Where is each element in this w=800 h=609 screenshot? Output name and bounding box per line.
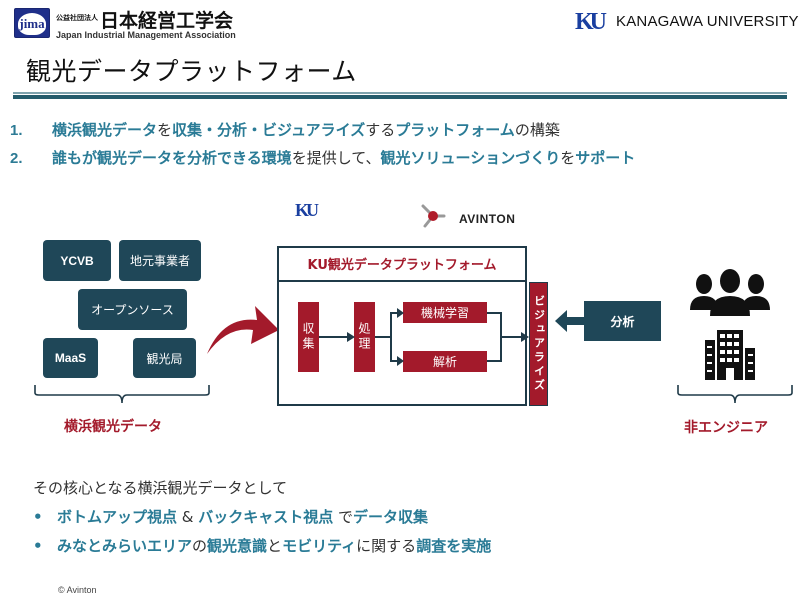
bullet-text: みなとみらいエリアの観光意識とモビリティに関する調査を実施 [57, 537, 491, 555]
platform-flow-arrows [319, 308, 529, 366]
point-text: 誰もが観光データを分析できる環境を提供して、観光ソリューションづくりをサポート [52, 149, 635, 167]
highlighted-text: ボトムアップ視点 [57, 508, 178, 526]
plain-text: の [192, 537, 208, 555]
highlighted-text: データ収集 [353, 508, 429, 526]
highlighted-text: モビリティ [282, 537, 357, 555]
platform-title: KU観光データプラットフォーム [277, 246, 527, 282]
arrow-branches-to-visualize [487, 312, 523, 362]
summary-intro: その核心となる横浜観光データとして [33, 479, 288, 497]
users-brace-icon [677, 385, 793, 404]
people-group-icon [690, 269, 770, 316]
bullet-dot: • [33, 537, 43, 555]
org-name-ja: 日本経営工学会 [100, 10, 234, 32]
office-building-icon [705, 330, 755, 380]
step-process: 処理 [354, 302, 375, 372]
point-2: 2. 誰もが観光データを分析できる環境を提供して、観光ソリューションづくりをサポー… [10, 147, 635, 168]
highlighted-text: バックキャスト視点 [198, 508, 334, 526]
left-arrow-icon [555, 310, 587, 332]
plain-text: の構築 [514, 121, 560, 139]
copyright: © Avinton [58, 585, 97, 595]
source-tile-local-business: 地元事業者 [119, 240, 201, 281]
org-type-label: 公益社団法人 [56, 14, 98, 22]
point-text: 横浜観光データを収集・分析・ビジュアライズするプラットフォームの構築 [52, 121, 560, 139]
plain-text: で [333, 508, 354, 526]
jima-logo-mark: jima [18, 13, 46, 35]
source-tile-ycvb: YCVB [43, 240, 111, 281]
avinton-name: AVINTON [459, 212, 516, 226]
source-tile-open-source: オープンソース [78, 289, 187, 330]
title-divider-thick [13, 95, 787, 99]
ku-partner-logo: KU [295, 200, 319, 220]
analysis-box: 分析 [584, 301, 661, 341]
step-visualize: ビジュアライズ [529, 282, 548, 406]
source-tile-maas: MaaS [43, 338, 98, 378]
point-number: 1. [10, 122, 23, 139]
plain-text: と [267, 537, 283, 555]
sources-brace-icon [34, 385, 210, 404]
page-title: 観光データプラットフォーム [26, 57, 357, 86]
highlighted-text: 誰もが観光データを分析できる環境 [52, 149, 292, 167]
jima-logo: jima [14, 8, 50, 38]
curved-arrow-icon [207, 306, 279, 354]
summary-bullet-1: • ボトムアップ視点 & バックキャスト視点 でデータ収集 [33, 506, 428, 527]
plain-text: を [157, 121, 173, 139]
highlighted-text: 調査を実施 [416, 537, 492, 555]
arrow-process-to-branches [375, 312, 399, 362]
highlighted-text: プラットフォーム [395, 121, 515, 139]
visualize-label: ビジュアライズ [532, 295, 546, 393]
point-1: 1. 横浜観光データを収集・分析・ビジュアライズするプラットフォームの構築 [10, 119, 560, 140]
highlighted-text: 収集・分析・ビジュアライズ [172, 121, 366, 139]
summary-bullet-2: • みなとみらいエリアの観光意識とモビリティに関する調査を実施 [33, 535, 491, 556]
point-number: 2. [10, 150, 23, 167]
bullet-text: ボトムアップ視点 & バックキャスト視点 でデータ収集 [57, 508, 428, 526]
step-machine-learning: 機械学習 [403, 302, 487, 323]
highlighted-text: 横浜観光データ [52, 121, 158, 139]
highlighted-text: みなとみらいエリア [57, 537, 193, 555]
plain-text: する [365, 121, 396, 139]
plain-text: を提供して、 [291, 149, 381, 167]
sources-label: 横浜観光データ [64, 419, 162, 435]
ku-logo: KU [575, 9, 607, 35]
title-divider-thin [13, 92, 787, 94]
university-name: KANAGAWA UNIVERSITY [616, 13, 799, 30]
plain-text: に関する [356, 537, 417, 555]
highlighted-text: サポート [575, 149, 636, 167]
users-label: 非エンジニア [684, 420, 768, 436]
plain-text: & [177, 508, 199, 526]
source-tile-tourism-bureau: 観光局 [133, 338, 196, 378]
highlighted-text: 観光ソリューションづくり [380, 149, 561, 167]
step-collect: 収集 [298, 302, 319, 372]
plain-text: を [560, 149, 576, 167]
highlighted-text: 観光意識 [207, 537, 268, 555]
org-name-en: Japan Industrial Management Association [56, 30, 236, 40]
avinton-logo-icon [421, 204, 446, 228]
bullet-dot: • [33, 508, 43, 526]
step-analysis: 解析 [403, 351, 487, 372]
